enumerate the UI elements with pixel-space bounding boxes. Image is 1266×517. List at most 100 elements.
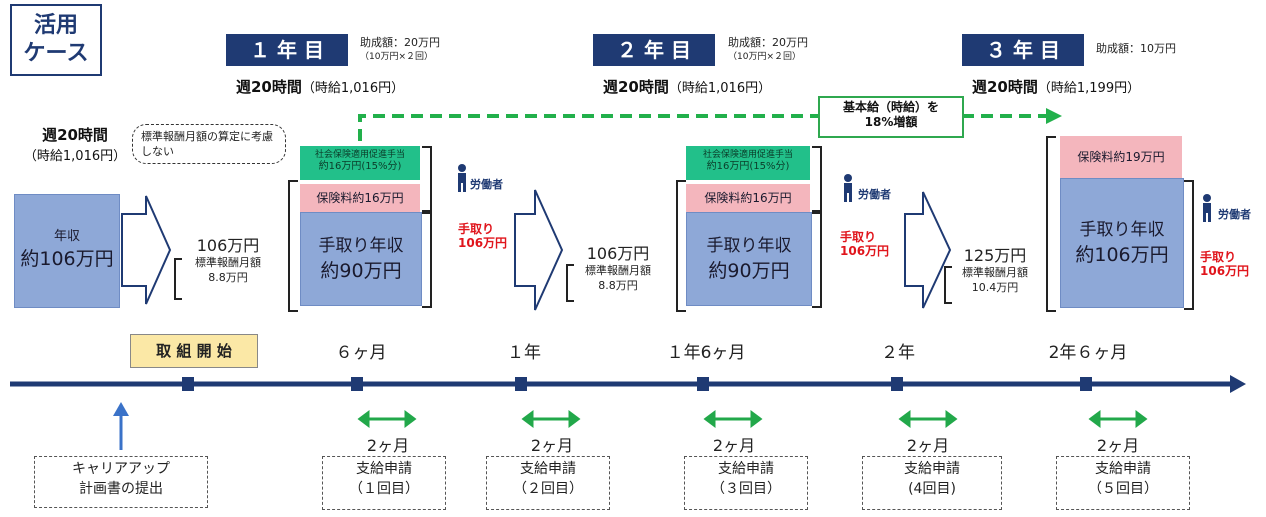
stage1-allowance-label: 社会保険適用促進手当 [314,150,405,160]
stage2-takehome-label: 手取り年収 [706,236,792,256]
stage3-takehome-value: 約106万円 [1075,244,1169,266]
tick-label-1y: １年 [507,343,541,363]
stage2-std-value: 8.8万円 [598,279,638,292]
stage2-premium: 保険料約16万円 [686,184,810,212]
stage1-takehome-label: 手取り年収 [318,236,404,256]
stage3-income-block: 125万円 標準報酬月額 10.4万円 [950,242,1040,295]
year1-hours: 週20時間（時給1,016円） [236,76,404,97]
start-income-box: 年収 約106万円 [14,194,120,308]
case-label-line1: 活用 [33,13,78,38]
start-income-label: 年収 [53,229,80,244]
application-box-2: 支給申請 （２回目） [486,456,610,510]
stage2-bottom-bracket [812,212,822,308]
plan-line2: 計画書の提出 [79,481,163,497]
application-3-count: （３回目） [711,481,781,497]
year2-subsidy: 助成額：20万円 （10万円×２回） [728,36,808,64]
tick-label-6m: ６ヶ月 [335,343,387,363]
period-arrows [357,410,1148,428]
application-4-label: 支給申請 [904,461,960,477]
stage3-takehome-box: 手取り年収 約106万円 [1060,178,1184,308]
stage2-left-bracket [676,180,686,312]
note-bubble: 標準報酬月額の算定に考慮しない [132,124,286,164]
timeline-arrowhead [1230,375,1246,393]
stage3-left-bracket [1046,136,1056,312]
year1-subsidy-amount: 助成額：20万円 [360,36,440,49]
year3-subsidy: 助成額：10万円 [1096,42,1176,55]
stage3-takehome-red: 手取り 106万円 [1200,250,1249,278]
case-label-line2: ケース [23,41,89,66]
plan-arrow-head [113,402,129,416]
application-2-label: 支給申請 [520,461,576,477]
year2-hours-value: 週20時間 [603,78,669,96]
stage3-std-label: 標準報酬月額 [962,266,1028,279]
stage1-top-bracket [422,146,432,212]
stage3-premium: 保険料約19万円 [1060,136,1182,178]
year1-subsidy: 助成額：20万円 （10万円×２回） [360,36,440,64]
stage3-right-bracket [1184,180,1194,310]
application-5-label: 支給申請 [1095,461,1151,477]
raise-line1: 基本給（時給）を [842,100,939,114]
tick-label-2y: ２年 [881,343,915,363]
stage2-takehome-value: 約90万円 [708,260,790,282]
year3-header: ３ 年 目 [962,34,1084,66]
year1-wage: （時給1,016円） [301,81,405,96]
period-label-3: 2ヶ月 [712,436,756,455]
stage3-std-value: 10.4万円 [971,281,1019,294]
stage2-takehome-red: 手取り 106万円 [840,230,889,258]
stage1-takehome-box: 手取り年収 約90万円 [300,212,422,306]
stage2-allowance-label: 社会保険適用促進手当 [702,150,793,160]
application-box-1: 支給申請 （１回目） [322,456,446,510]
stage1-allowance-value: 約16万円(15%分) [318,161,402,172]
tick-1y6m [697,377,709,391]
year2-subsidy-amount: 助成額：20万円 [728,36,808,49]
stage1-std-label: 標準報酬月額 [195,256,261,269]
period-label-1: 2ヶ月 [366,436,410,455]
raise-box: 基本給（時給）を 18%増額 [818,96,964,138]
stage1-premium: 保険料約16万円 [300,184,420,212]
plan-line1: キャリアアップ [72,461,170,477]
raise-arrow-head [1046,108,1062,124]
application-1-label: 支給申請 [356,461,412,477]
stage2-income-block: 106万円 標準報酬月額 8.8万円 [570,240,666,293]
stage3-takehome-red-l1: 手取り [1200,250,1237,264]
flow-arrow-2 [514,189,564,311]
period-label-2: 2ヶ月 [530,436,574,455]
application-box-4: 支給申請 (4回目) [862,456,1002,510]
stage1-takehome-red-l2: 106万円 [458,236,508,250]
year2-subsidy-note: （10万円×２回） [728,52,801,62]
stage1-takehome-red-l1: 手取り [458,222,495,236]
tick-2y [891,377,903,391]
tick-label-2y6m: 2年６ヶ月 [1048,343,1128,363]
stage2-takehome-box: 手取り年収 約90万円 [686,212,812,306]
flow-arrow-1 [121,195,172,305]
stage2-worker-label: 労働者 [858,188,891,201]
start-income-value: 約106万円 [20,248,114,270]
tick-1y [515,377,527,391]
year3-wage: （時給1,199円） [1037,81,1141,96]
stage3-takehome-label: 手取り年収 [1079,220,1165,240]
raise-line2: 18%増額 [864,115,918,129]
start-hours-value: 週20時間 [42,126,108,144]
start-label: 取 組 開 始 [130,334,258,368]
year2-hours: 週20時間（時給1,016円） [603,76,771,97]
stage2-std-label: 標準報酬月額 [585,264,651,277]
stage1-income-block: 106万円 標準報酬月額 8.8万円 [180,232,276,285]
tick-2y6m [1080,377,1092,391]
start-hours: 週20時間 （時給1,016円） [20,124,130,164]
stage1-takehome-red: 手取り 106万円 [458,222,507,250]
stage3-income-bracket [944,266,952,304]
plan-submission-box: キャリアアップ 計画書の提出 [34,456,208,508]
stage2-takehome-red-l1: 手取り [840,230,877,244]
stage2-income-bracket [566,264,574,302]
period-label-5: 2ヶ月 [1096,436,1140,455]
stage3-income: 125万円 [963,246,1027,265]
application-4-count: (4回目) [908,481,956,497]
application-box-5: 支給申請 （５回目） [1056,456,1190,510]
year3-hours-value: 週20時間 [972,78,1038,96]
year2-wage: （時給1,016円） [668,81,772,96]
flow-arrow-3 [904,191,952,309]
tick-start [182,377,194,391]
year2-header: ２ 年 目 [593,34,715,66]
start-wage: （時給1,016円） [23,149,127,164]
